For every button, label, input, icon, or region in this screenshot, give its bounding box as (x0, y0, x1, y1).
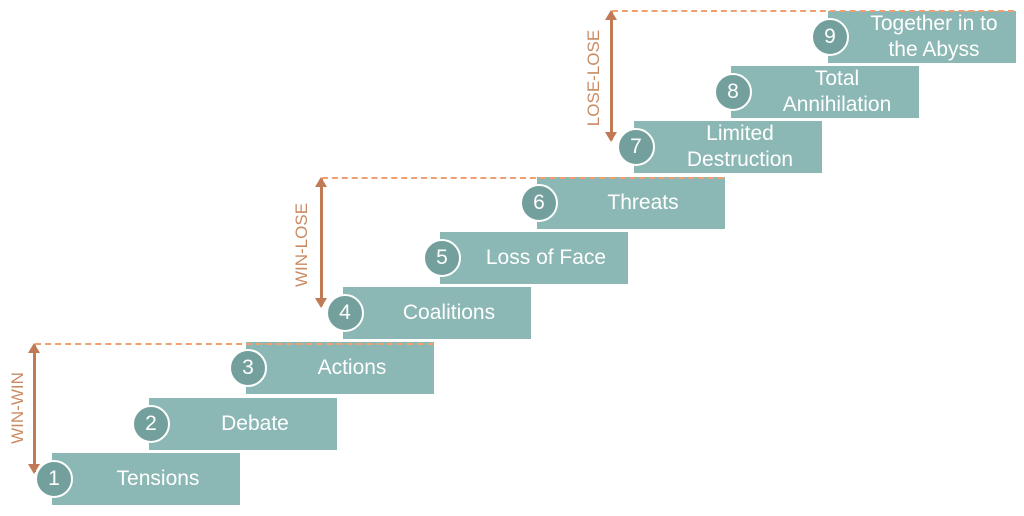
step-9: 9 Together in to the Abyss (811, 10, 1016, 63)
lose-lose-double-arrow-icon (605, 10, 617, 142)
step-number-badge: 8 (714, 72, 752, 111)
step-label: Limited Destruction (686, 122, 794, 172)
step-label: Actions (317, 356, 387, 380)
zone-label-win-lose: WIN-LOSE (292, 202, 311, 288)
step-label: Debate (221, 411, 289, 435)
step-number-badge: 6 (520, 183, 558, 222)
step-1: 1 Tensions (35, 453, 240, 505)
step-label: Together in to the Abyss (870, 11, 998, 61)
step-2: 2 Debate (132, 397, 337, 450)
step-6: 6 Threats (520, 176, 725, 229)
step-label: Coalitions (402, 301, 496, 325)
step-8: 8 Total Annihilation (714, 65, 919, 118)
win-win-double-arrow-icon (28, 343, 40, 474)
step-label: Threats (607, 190, 679, 214)
win-lose-threshold-line (322, 177, 724, 179)
step-7: 7 Limited Destruction (617, 121, 822, 174)
step-number-badge: 1 (35, 460, 73, 498)
step-3: 3 Actions (229, 342, 434, 395)
lose-lose-threshold-line (612, 10, 1014, 12)
step-number-badge: 3 (229, 349, 267, 388)
step-number-badge: 4 (326, 294, 364, 333)
step-number-badge: 2 (132, 404, 170, 443)
step-label: Total Annihilation (782, 66, 892, 116)
step-label: Loss of Face (485, 245, 607, 269)
step-5: 5 Loss of Face (423, 231, 628, 284)
step-4: 4 Coalitions (326, 287, 531, 340)
step-number-badge: 5 (423, 238, 461, 277)
step-label: Tensions (116, 467, 200, 490)
zone-label-win-win: WIN-WIN (8, 372, 27, 444)
zone-label-lose-lose: LOSE-LOSE (584, 29, 603, 127)
win-lose-double-arrow-icon (315, 177, 327, 308)
step-number-badge: 7 (617, 128, 655, 167)
win-win-threshold-line (35, 343, 433, 345)
step-number-badge: 9 (811, 17, 849, 56)
